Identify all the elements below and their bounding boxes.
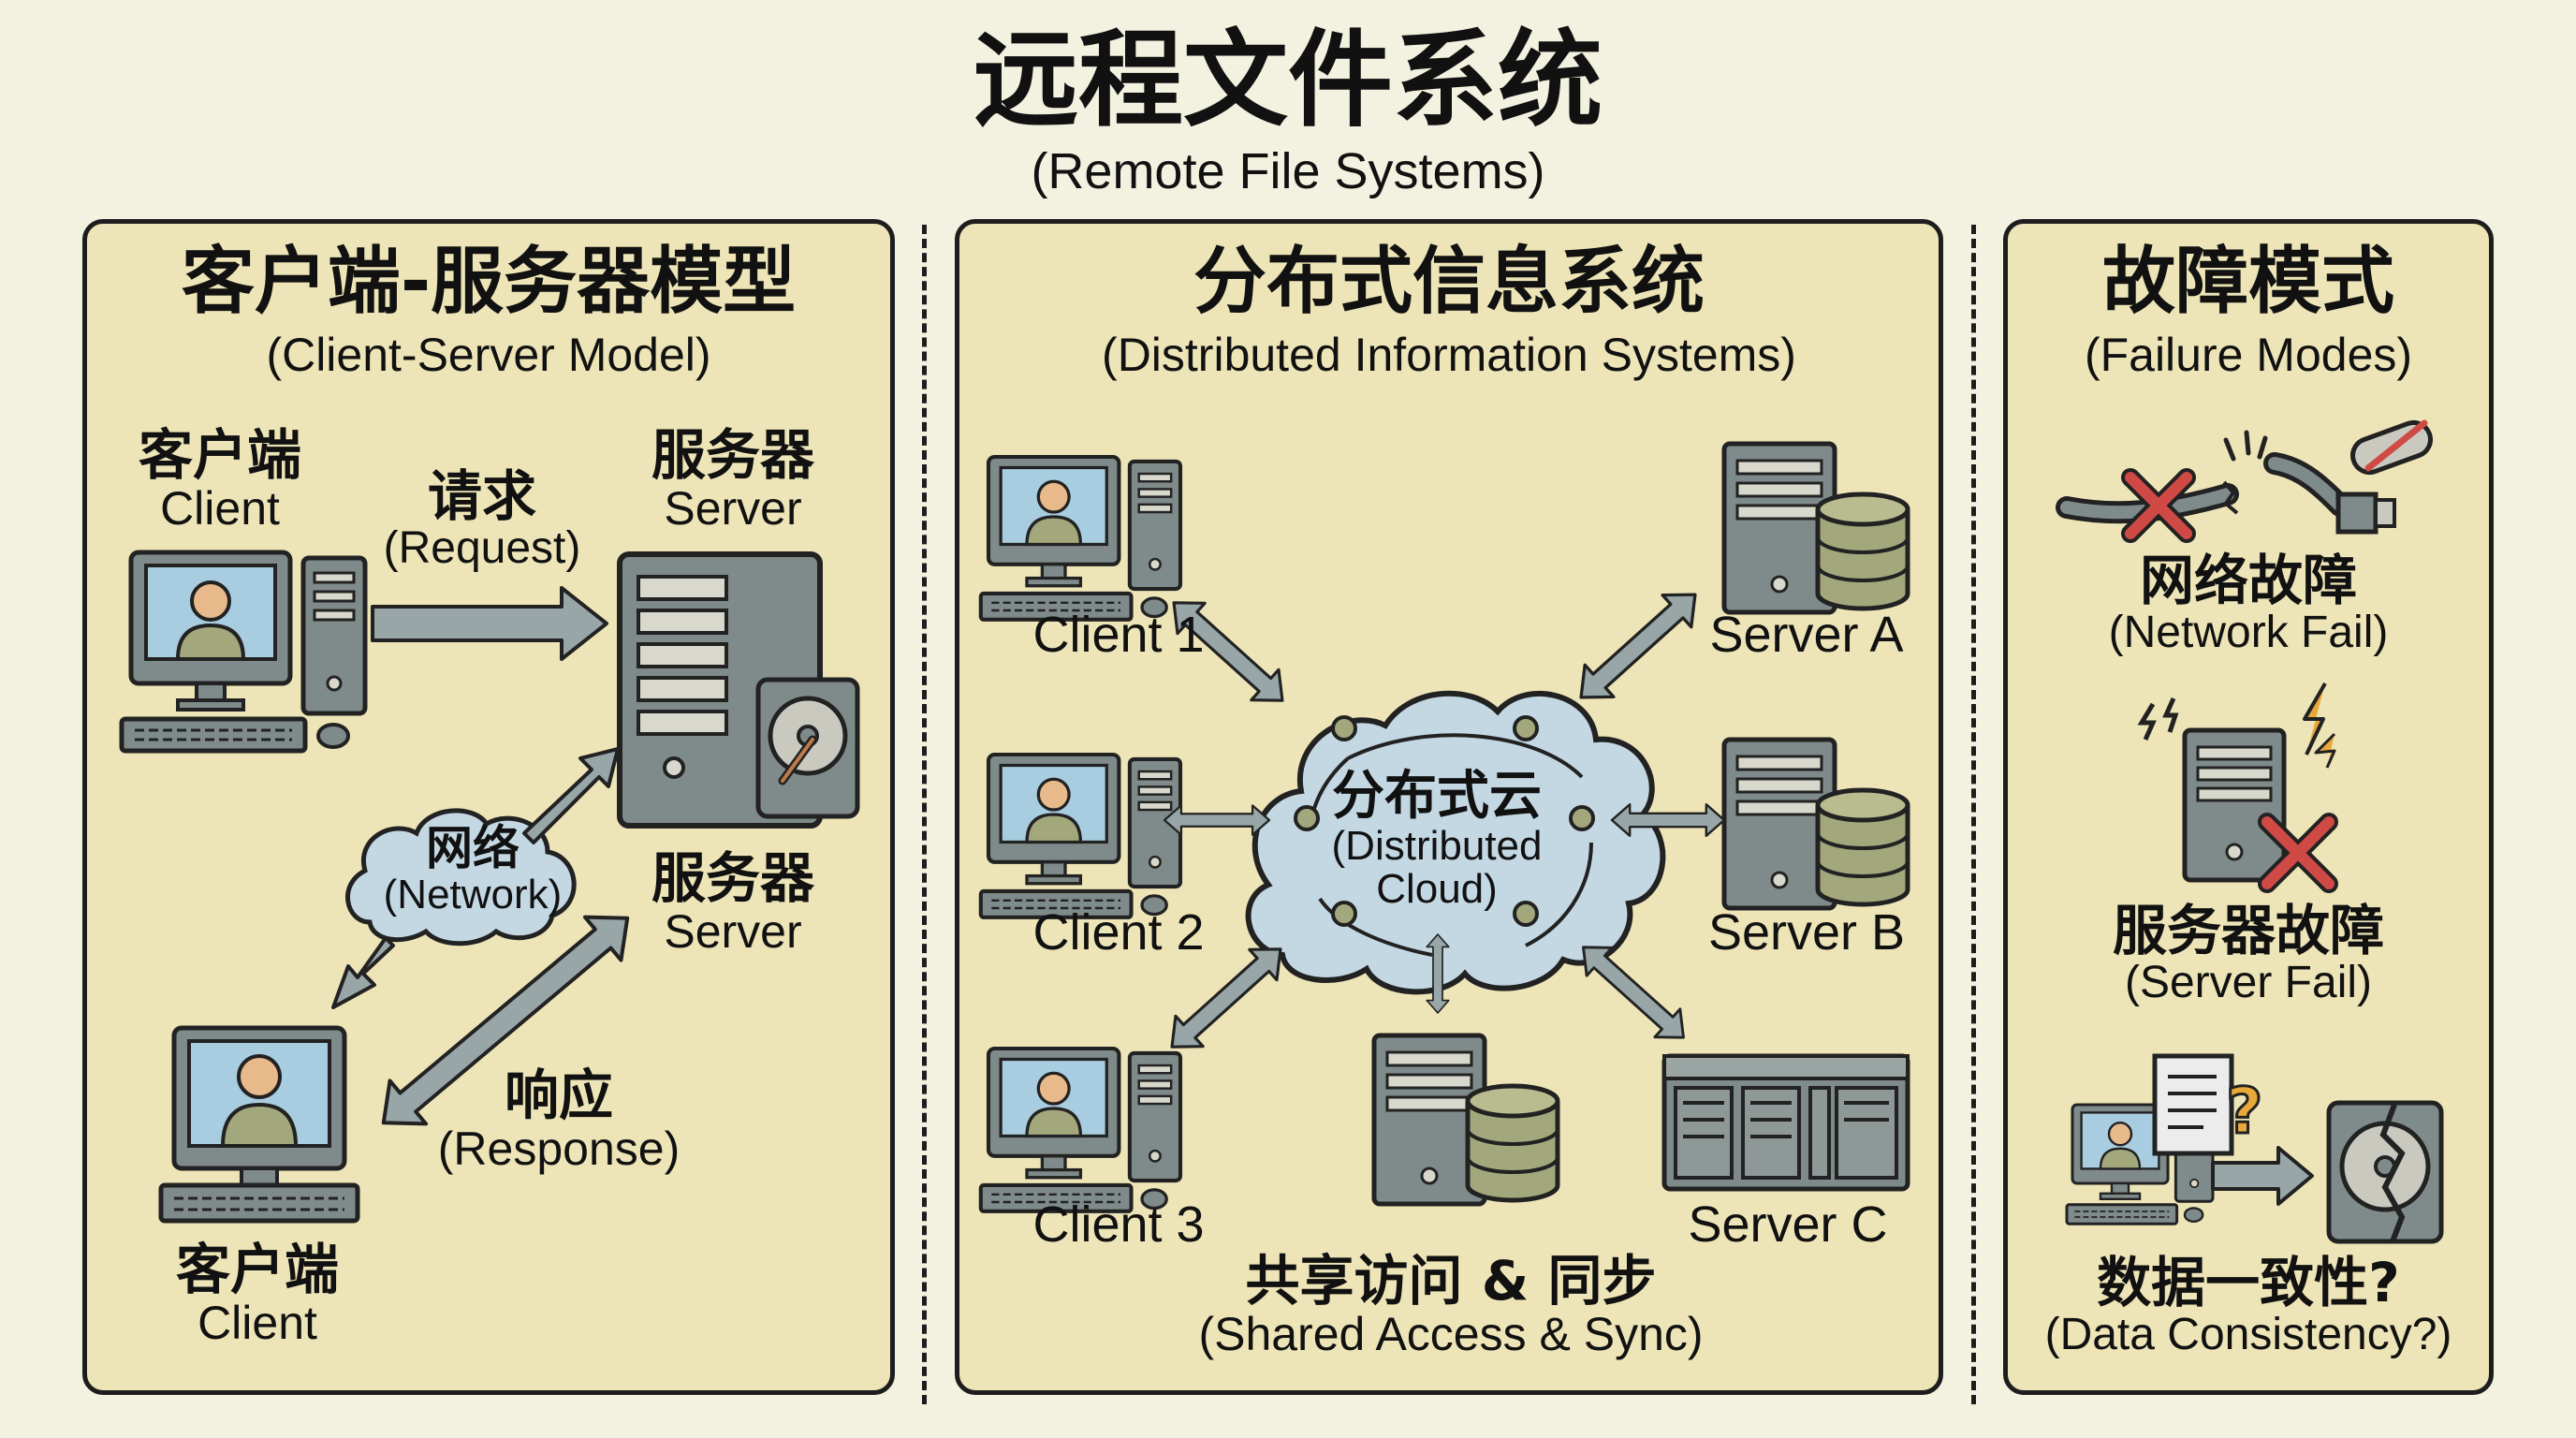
server-fail-icon [2137, 682, 2338, 893]
label-network-fail: 网络故障 (Network Fail) [2003, 552, 2494, 656]
arrow-serverb-cloud [1610, 803, 1726, 837]
label-shared-access-en: (Shared Access & Sync) [1198, 1307, 1704, 1360]
label-network-fail-en: (Network Fail) [2108, 607, 2389, 657]
client-1-computer [981, 457, 1180, 620]
label-server-top: 服务器 Server [625, 427, 841, 533]
label-server-top-en: Server [664, 481, 802, 535]
label-client-top-en: Client [160, 481, 280, 535]
label-client-bottom: 客户端 Client [159, 1241, 356, 1347]
divider-left [922, 225, 927, 1404]
label-response-en: (Response) [437, 1122, 681, 1175]
panel-subtitle-distributed: (Distributed Information Systems) [1102, 329, 1796, 381]
label-client-1: Client 1 [1032, 607, 1205, 663]
label-client-bottom-en: Client [198, 1296, 317, 1349]
server-c-rack [1661, 1053, 1910, 1192]
label-server-c: Server C [1688, 1196, 1888, 1253]
client-2-computer [981, 755, 1180, 917]
label-client-top: 客户端 Client [122, 427, 318, 533]
label-shared-access: 共享访问 & 同步 (Shared Access & Sync) [1170, 1253, 1732, 1358]
network-to-client-arrow [331, 936, 395, 1009]
server-a-icon [1724, 444, 1908, 612]
response-arrow [381, 915, 630, 1126]
label-request: 请求 (Request) [374, 468, 590, 572]
panel-title-client-server: 客户端-服务器模型 [181, 240, 797, 324]
cloud-shape [1245, 690, 1666, 995]
label-response: 响应 (Response) [432, 1067, 685, 1173]
label-response-zh: 响应 [504, 1064, 613, 1127]
divider-right [1971, 225, 1976, 1404]
label-client-3: Client 3 [1032, 1196, 1205, 1253]
label-cloud-en-2: Cloud) [1376, 865, 1498, 912]
arrow-client2-cloud [1163, 804, 1271, 836]
label-request-en: (Request) [383, 522, 581, 573]
page-title: 远程文件系统 [973, 20, 1603, 141]
server-b-icon [1724, 740, 1908, 908]
label-server-mid-zh: 服务器 [651, 846, 814, 910]
label-network-en: (Network) [383, 871, 563, 917]
label-network: 网络 (Network) [365, 824, 580, 917]
label-server-top-zh: 服务器 [651, 423, 814, 487]
label-network-zh: 网络 [426, 821, 520, 875]
svg-text:?: ? [2226, 1075, 2262, 1149]
label-server-b: Server B [1707, 904, 1906, 961]
panel-title-distributed: 分布式信息系统 [1193, 240, 1705, 324]
label-client-2: Client 2 [1032, 904, 1205, 961]
label-client-bottom-zh: 客户端 [175, 1238, 339, 1301]
label-data-consistency: 数据一致性? (Data Consistency?) [2003, 1255, 2494, 1358]
request-arrow [371, 586, 608, 661]
client-top-computer [122, 552, 365, 751]
label-cloud: 分布式云 (Distributed Cloud) [1329, 766, 1544, 912]
label-cloud-zh: 分布式云 [1332, 766, 1542, 827]
client-bottom-computer [158, 1025, 360, 1224]
label-network-fail-zh: 网络故障 [2139, 549, 2357, 612]
label-data-consistency-zh: 数据一致性? [2097, 1251, 2400, 1314]
label-server-mid-en: Server [664, 904, 802, 958]
label-server-fail-zh: 服务器故障 [2112, 899, 2384, 962]
label-request-zh: 请求 [427, 464, 536, 528]
label-server-a: Server A [1709, 607, 1904, 663]
broken-cable-icon [2056, 419, 2433, 543]
label-server-mid: 服务器 Server [625, 850, 841, 956]
panel-title-failures: 故障模式 [2101, 240, 2394, 324]
label-data-consistency-en: (Data Consistency?) [2044, 1309, 2452, 1359]
label-client-top-zh: 客户端 [138, 423, 301, 487]
label-server-fail-en: (Server Fail) [2124, 957, 2373, 1007]
network-cloud [345, 808, 577, 946]
page-subtitle: (Remote File Systems) [1031, 143, 1545, 199]
data-consistency-icon: ? [2065, 1053, 2444, 1244]
server-center-icon [1374, 1035, 1558, 1204]
panel-subtitle-client-server: (Client-Server Model) [266, 329, 711, 381]
label-shared-access-zh: 共享访问 & 同步 [1245, 1249, 1657, 1313]
client-3-computer [981, 1049, 1180, 1211]
network-to-server-arrow [522, 747, 620, 844]
label-server-fail: 服务器故障 (Server Fail) [2003, 902, 2494, 1006]
server-tower [617, 551, 860, 829]
label-cloud-en-1: (Distributed [1331, 822, 1543, 869]
panel-subtitle-failures: (Failure Modes) [2084, 329, 2413, 381]
arrow-serverc-cloud [1569, 932, 1698, 1053]
